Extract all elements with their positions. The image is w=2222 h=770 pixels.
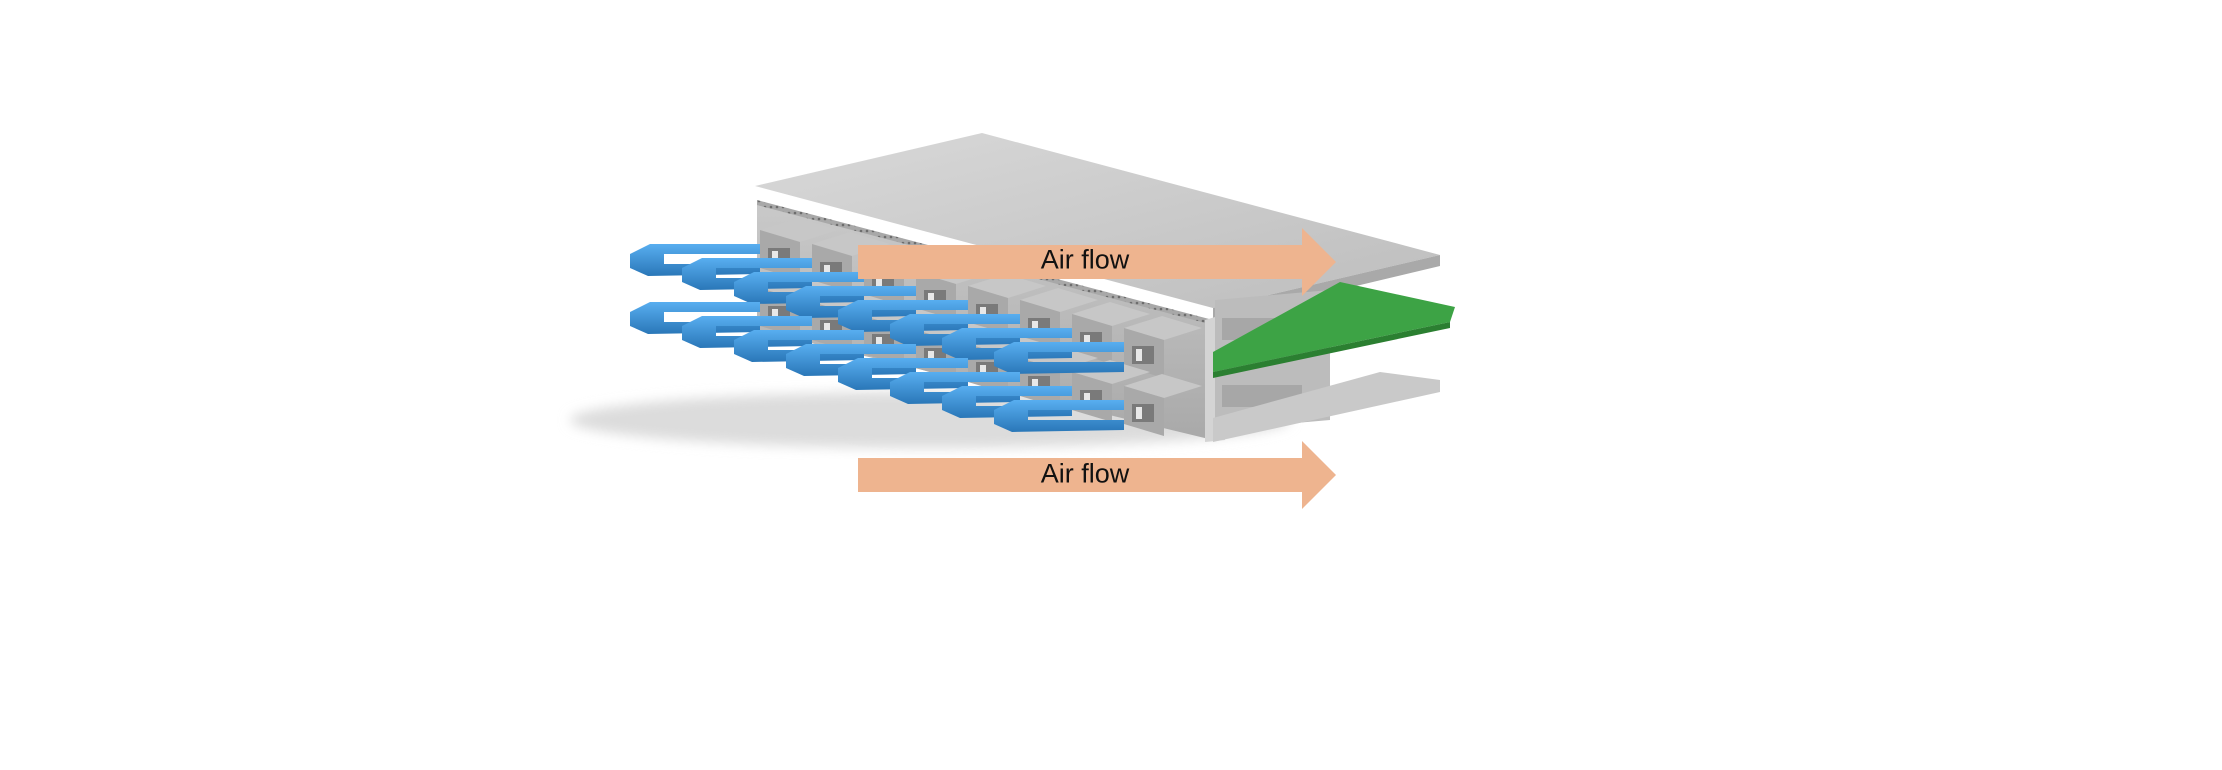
lc-port-ferrule [928, 293, 934, 305]
lc-port-ferrule [1084, 393, 1090, 405]
latch-handle [994, 400, 1124, 432]
transceiver-top [1124, 316, 1202, 340]
lc-port-ferrule [1136, 407, 1142, 419]
lc-port [1132, 346, 1154, 364]
lc-port-ferrule [824, 265, 830, 277]
lc-port [1132, 404, 1154, 422]
transceiver-top [760, 218, 838, 242]
transceiver-top [1124, 374, 1202, 398]
lc-port-ferrule [772, 251, 778, 263]
lc-port-ferrule [876, 337, 882, 349]
module-handles [630, 244, 1124, 432]
pcb-board-edge [1213, 322, 1450, 378]
transceiver-top [1072, 302, 1150, 326]
lc-port-ferrule [1136, 349, 1142, 361]
bottom-airflow-arrow [858, 441, 1336, 509]
lc-port-ferrule [980, 365, 986, 377]
lc-port-ferrule [876, 279, 882, 291]
chassis-bottom-tray [1213, 372, 1440, 442]
top-arrow-label: Air flow [1040, 244, 1130, 275]
lc-port-ferrule [1032, 321, 1038, 333]
transceiver-top [968, 274, 1046, 298]
lc-port-ferrule [772, 309, 778, 321]
lc-port-ferrule [980, 307, 986, 319]
lc-port-ferrule [1032, 379, 1038, 391]
lc-port-ferrule [1084, 335, 1090, 347]
pcb-board [1213, 282, 1455, 372]
top-airflow-arrow [858, 228, 1336, 296]
lc-port-ferrule [824, 323, 830, 335]
lc-port-ferrule [928, 351, 934, 363]
latch-handle [994, 342, 1124, 374]
bottom-arrow-label: Air flow [1040, 458, 1130, 489]
transceiver-top [1020, 288, 1098, 312]
